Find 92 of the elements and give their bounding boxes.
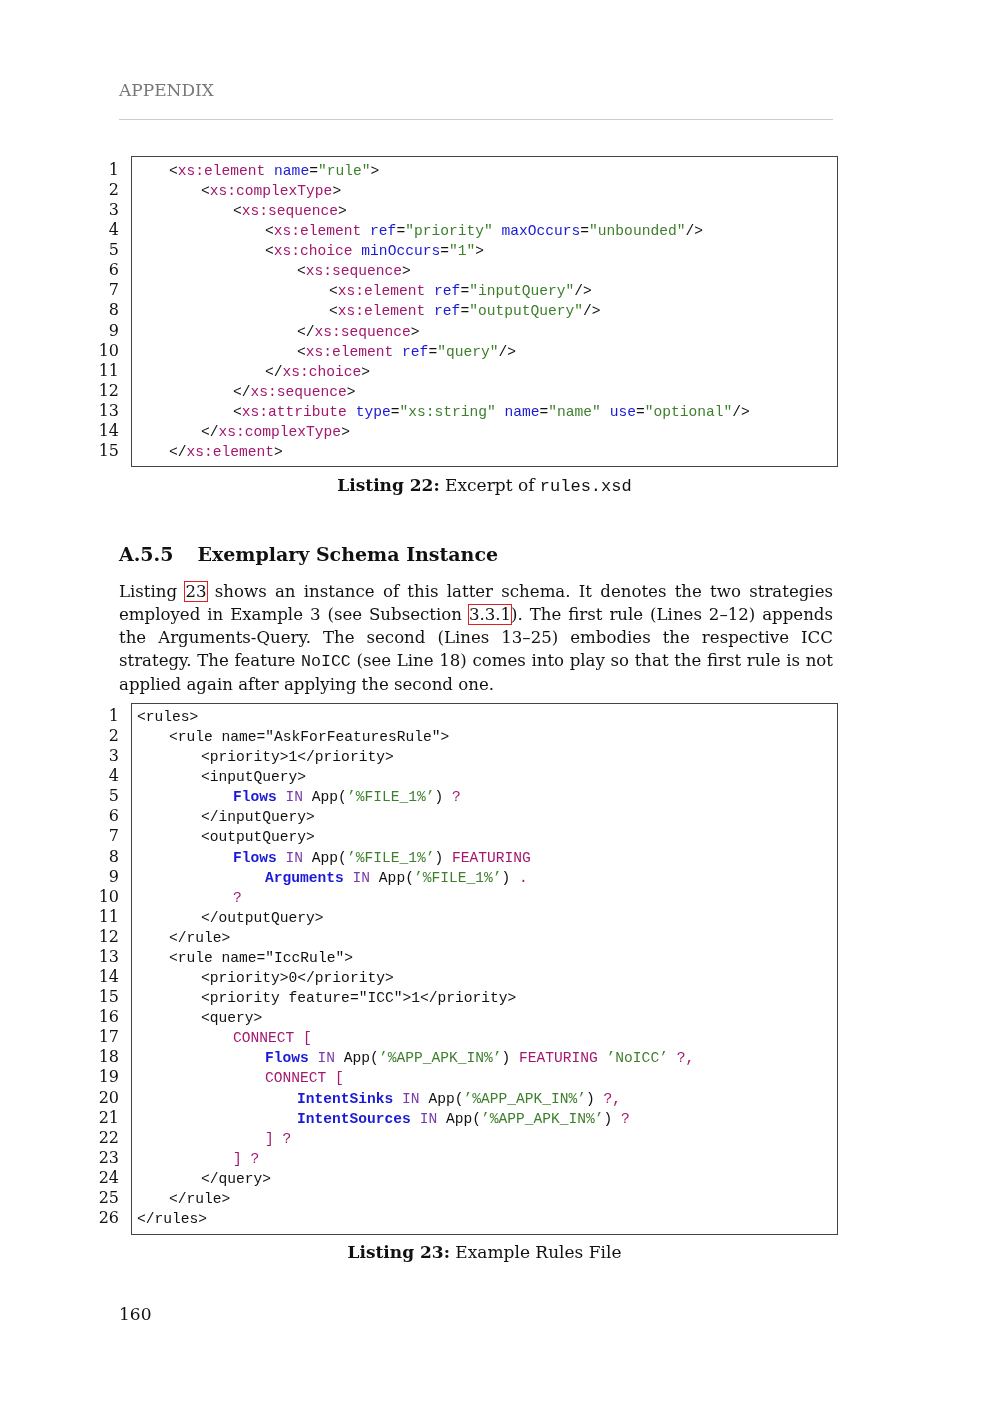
line-number: 1 [107, 707, 119, 725]
cross-reference-link: 3.3.1 [468, 605, 512, 624]
line-number: 13 [97, 947, 119, 966]
line-number: 15 [97, 988, 119, 1007]
line-number: 6 [107, 261, 119, 280]
line-number: 12 [97, 381, 119, 400]
line-number: 13 [97, 401, 119, 420]
code-line: Flows IN App(’%FILE_1%’) ? [233, 788, 461, 807]
code-line: <xs:attribute type="xs:string" name="name" use="optional"/> [233, 402, 750, 421]
line-number: 6 [107, 807, 119, 826]
code-line: </rule> [169, 1189, 231, 1208]
line-number: 26 [97, 1209, 119, 1227]
line-number: 4 [107, 221, 119, 240]
line-number: 2 [107, 727, 119, 746]
code-line: <rules> [137, 708, 199, 726]
line-number: 3 [107, 747, 119, 766]
code-line: <xs:element ref="query"/> [297, 342, 516, 361]
section-heading: A.5.5 Exemplary Schema Instance [119, 543, 500, 565]
code-line: <priority feature="ICC">1</priority> [201, 989, 517, 1008]
code-line: CONNECT [ [265, 1069, 344, 1088]
code-line: Arguments IN App(’%FILE_1%’) . [265, 868, 528, 887]
line-number: 9 [107, 867, 119, 886]
code-line: </rule> [169, 928, 231, 947]
code-listing-box [131, 703, 838, 1235]
code-line: <xs:complexType> [201, 182, 342, 201]
code-line: CONNECT [ [233, 1029, 312, 1048]
code-line: <outputQuery> [201, 828, 315, 847]
code-line: <priority>0</priority> [201, 969, 394, 988]
line-number: 17 [97, 1028, 119, 1047]
line-number: 22 [97, 1128, 119, 1147]
line-number: 14 [97, 968, 119, 987]
page-number: 160 [119, 1304, 153, 1324]
line-number: 21 [97, 1108, 119, 1127]
code-line: <inputQuery> [201, 768, 307, 787]
code-line: </xs:sequence> [297, 322, 420, 341]
line-number: 7 [107, 281, 119, 300]
line-number: 15 [97, 441, 119, 460]
code-line: <priority>1</priority> [201, 748, 394, 767]
code-line: ? [233, 888, 242, 907]
line-number: 18 [97, 1048, 119, 1067]
line-number: 10 [97, 341, 119, 360]
code-line: </rules> [137, 1210, 208, 1228]
code-line: </query> [201, 1169, 272, 1188]
code-line: IntentSinks IN App(’%APP_APK_IN%’) ?, [297, 1089, 622, 1108]
line-number: 25 [97, 1188, 119, 1207]
line-number: 2 [107, 181, 119, 200]
running-header: APPENDIX [119, 80, 215, 100]
code-line: </xs:complexType> [201, 422, 350, 441]
code-line: Flows IN App(’%FILE_1%’) FEATURING [233, 848, 531, 867]
listing-caption: Listing 22: Excerpt of rules.xsd [336, 475, 633, 496]
line-number: 10 [97, 887, 119, 906]
line-number: 7 [107, 827, 119, 846]
line-number: 19 [97, 1068, 119, 1087]
line-number: 24 [97, 1168, 119, 1187]
code-line: ] ? [265, 1129, 292, 1148]
code-line: <rule name="AskForFeaturesRule"> [169, 728, 450, 747]
code-line: <rule name="IccRule"> [169, 948, 353, 967]
line-number: 5 [107, 241, 119, 260]
code-line: </outputQuery> [201, 908, 324, 927]
line-number: 16 [97, 1008, 119, 1027]
code-line: </xs:choice> [265, 362, 371, 381]
code-line: <xs:element ref="outputQuery"/> [329, 302, 601, 321]
line-number: 4 [107, 767, 119, 786]
cross-reference-link: 23 [185, 582, 207, 601]
code-line: <xs:sequence> [297, 262, 411, 281]
line-number: 9 [107, 321, 119, 340]
line-number: 12 [97, 927, 119, 946]
code-line: IntentSources IN App(’%APP_APK_IN%’) ? [297, 1109, 630, 1128]
code-line: <xs:element ref="inputQuery"/> [329, 282, 592, 301]
line-number: 11 [97, 361, 119, 380]
code-line: <xs:sequence> [233, 202, 347, 221]
line-number: 1 [107, 161, 119, 179]
body-paragraph: Listing 23 shows an instance of this latter schema. It denotes the two strategies employed in Example 3 (see Subsection 3.3.1). The first rule (Lines 2–12) appends the Arguments-Query. The second (Lines 13–25) embodies the respective ICC strategy. The feature NoICC (see Line 18) comes into play so that the first rule is not applied again after applying the second one. [119, 581, 833, 696]
listing-caption: Listing 23: Example Rules File [346, 1242, 623, 1262]
code-listing-box [131, 156, 838, 467]
line-number: 3 [107, 201, 119, 220]
code-line: <xs:element ref="priority" maxOccurs="unbounded"/> [265, 222, 703, 241]
code-line: </xs:element> [169, 442, 283, 461]
code-line: </xs:sequence> [233, 382, 356, 401]
line-number: 14 [97, 421, 119, 440]
code-line: <query> [201, 1009, 263, 1028]
code-line: ] ? [233, 1149, 260, 1168]
code-line: <xs:element name="rule"> [169, 162, 380, 180]
line-number: 23 [97, 1148, 119, 1167]
line-number: 8 [107, 301, 119, 320]
code-line: <xs:choice minOccurs="1"> [265, 242, 484, 261]
line-number: 20 [97, 1088, 119, 1107]
code-line: </inputQuery> [201, 808, 315, 827]
code-line: Flows IN App(’%APP_APK_IN%’) FEATURING ’NoICC’ ?, [265, 1049, 695, 1068]
line-number: 11 [97, 907, 119, 926]
line-number: 5 [107, 787, 119, 806]
line-number: 8 [107, 847, 119, 866]
